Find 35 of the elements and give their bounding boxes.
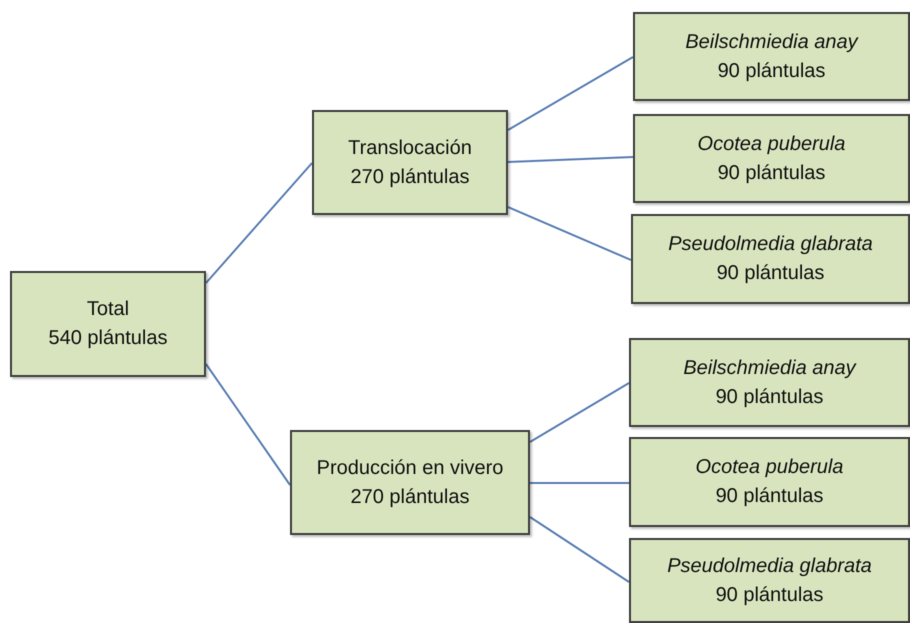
group-box	[10, 271, 206, 377]
seedling-count: 540 plántulas	[48, 326, 168, 351]
seedling-count: 90 plántulas	[716, 384, 824, 410]
group-box	[290, 430, 530, 535]
species-box	[633, 12, 910, 101]
species-box	[631, 214, 910, 304]
species-name: Pseudolmedia glabrata	[667, 554, 872, 578]
species-name: Ocotea puberula	[698, 132, 846, 156]
species-name: Beilschmiedia anay	[683, 356, 856, 380]
connector-line	[508, 206, 632, 261]
species-box	[629, 437, 910, 527]
seedling-count: 90 plántulas	[716, 261, 824, 286]
species-name: Pseudolmedia glabrata	[668, 232, 873, 257]
group-title: Translocación	[348, 136, 472, 160]
group-title: Producción en vivero	[316, 456, 504, 480]
seedling-count: 90 plántulas	[716, 484, 824, 509]
seedling-count: 90 plántulas	[718, 160, 826, 186]
seedling-count: 90 plántulas	[718, 58, 826, 84]
species-box	[629, 538, 910, 623]
seedling-count: 270 plántulas	[350, 164, 470, 190]
species-name: Beilschmiedia anay	[685, 30, 858, 54]
seedling-count: 90 plántulas	[716, 582, 824, 608]
species-box	[633, 114, 910, 203]
connector-line	[508, 56, 634, 131]
species-box	[629, 338, 910, 427]
group-title: Total	[86, 297, 130, 322]
seedling-count: 270 plántulas	[350, 484, 470, 510]
connector-line	[529, 516, 630, 583]
connector-line	[508, 156, 634, 163]
connector-line	[529, 382, 630, 443]
connector-line	[205, 162, 313, 284]
connector-line	[530, 482, 629, 484]
connector-line	[205, 363, 291, 486]
species-name: Ocotea puberula	[696, 455, 844, 480]
group-box	[312, 110, 508, 215]
